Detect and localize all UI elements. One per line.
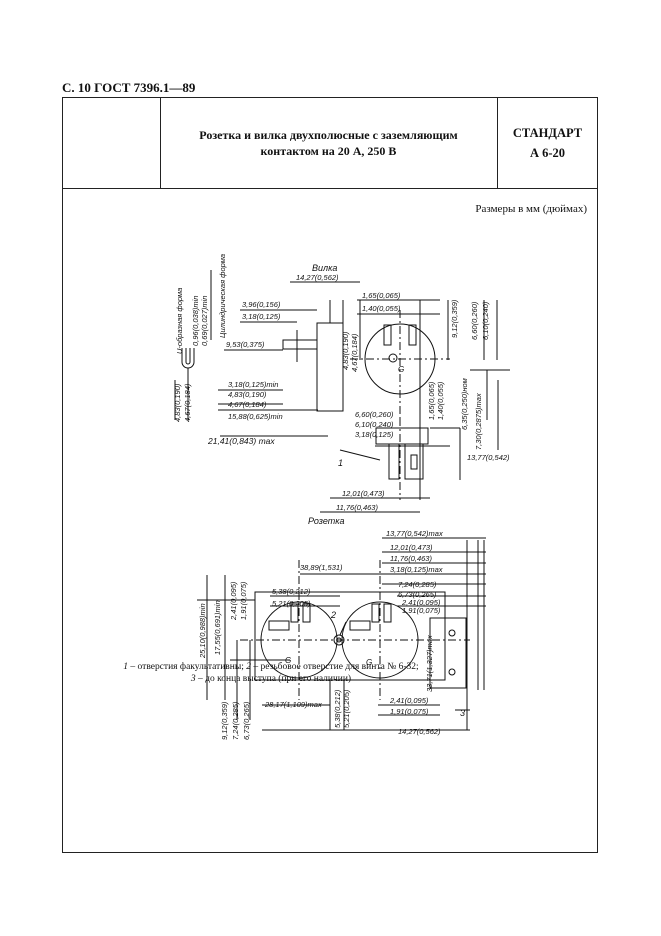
sheet-title: Розетка и вилка двухполюсные с заземляющ… (160, 98, 498, 188)
ground-mark: G (398, 365, 404, 374)
plug-body-side (316, 322, 344, 412)
ground-pin (388, 353, 398, 363)
callout-2: 2 (330, 610, 336, 620)
standard-code: А 6-20 (529, 146, 566, 160)
dim-label: 6,73(0,265) (242, 701, 251, 740)
ground-mark: G (285, 656, 291, 665)
dim-label: 5,21(0,205) (342, 689, 351, 728)
dim-label: 5,38(0,212) (272, 587, 311, 596)
socket-housing-outline (254, 591, 446, 681)
dim-label: 14,27(0,562) (398, 727, 441, 736)
plug-bottom-base (375, 427, 429, 445)
dim-label: 2,41(0,095) (401, 598, 441, 607)
shape-label-cylindrical: Цилиндрическая форма (218, 254, 227, 338)
dim-label: 7,30(0,2875)max (474, 393, 483, 450)
units-note: Размеры в мм (дюймах) (475, 203, 587, 215)
dim-label: 4,83(0,190) (341, 331, 350, 370)
dim-label: 2,41(0,095) (229, 581, 238, 621)
dim-label: 4,67(0,184) (228, 400, 267, 409)
dim-label: 3,18(0,125) (242, 312, 281, 321)
callout-1: 1 (338, 458, 343, 468)
footnote-text-2: – резьбовое отверстие для винта № 6-32; (251, 662, 419, 672)
dim-label: 4,67(0,184) (350, 333, 359, 372)
dim-label: 0,96(0,038)min (191, 296, 200, 346)
footnote-number-3: 3 (190, 674, 196, 684)
dim-label: 38,89(1,531) (300, 563, 343, 572)
dim-label: 28,17(1,109)max (264, 700, 322, 709)
dim-label: 3,18(0,125)max (390, 565, 443, 574)
header-row: Розетка и вилка двухполюсные с заземляющ… (63, 98, 597, 189)
dim-label: 6,10(0,240) (355, 420, 394, 429)
plug-bottom-pin-a (388, 443, 400, 480)
socket-mount-tab (429, 617, 467, 689)
footnote-number-1: 1 (123, 662, 129, 672)
dim-label: 9,12(0,359) (220, 701, 229, 740)
footnote-text-1: – отверстия факультативны; (128, 662, 247, 672)
dim-label: 9,12(0,359) (450, 299, 459, 338)
page-header: С. 10 ГОСТ 7396.1—89 (62, 80, 196, 95)
dim-label: 15,88(0,625)min (228, 412, 283, 421)
dim-label: 3,18(0,125) (355, 430, 394, 439)
dim-label: 6,10(0,240) (481, 301, 490, 340)
plug-blade-side (282, 339, 318, 350)
footnote-number-2: 2 (246, 662, 252, 672)
header-empty-cell (63, 98, 161, 188)
dim-label: 5,21(0,205) (272, 599, 311, 608)
dim-label: 12,01(0,473) (342, 489, 385, 498)
dim-label: 1,91(0,075) (402, 606, 441, 615)
dim-label: 4,83(0,190) (173, 383, 182, 422)
dim-label: 11,76(0,463) (390, 554, 432, 563)
plug-label: Вилка (312, 263, 337, 273)
dim-label: 9,53(0,375) (226, 340, 265, 349)
standard-cell: СТАНДАРТ А 6-20 (498, 98, 597, 188)
dim-label: 5,38(0,212) (333, 689, 342, 728)
footnote: 1 – отверстия факультативны; 2 – резьбов… (96, 661, 446, 685)
standard-sheet-frame: Розетка и вилка двухполюсные с заземляющ… (62, 97, 598, 853)
dim-label: 1,91(0,075) (390, 707, 429, 716)
ground-mark: G (366, 658, 372, 667)
dim-label: 1,91(0,075) (239, 581, 248, 620)
dim-label: 7,24(0,285) (398, 580, 437, 589)
footnote-text-3: – до конца выступа (при его наличии) (195, 674, 352, 684)
dim-label: 3,18(0,125)min (228, 380, 278, 389)
dim-label: 3,96(0,156) (242, 300, 281, 309)
plug-slot-left (383, 324, 392, 346)
dim-label: 14,27(0,562) (296, 273, 339, 282)
dim-label: 17,55(0,691)min (213, 600, 222, 655)
dim-label: 12,01(0,473) (390, 543, 433, 552)
dim-label: 13,77(0,542)max (386, 529, 443, 538)
dim-label: 7,24(0,285) (231, 701, 240, 740)
dim-label: 1,40(0,055) (362, 304, 401, 313)
dim-label: 4,67(0,184) (183, 383, 192, 422)
dim-label: 6,60(0,260) (355, 410, 394, 419)
dim-label: 6,35(0,250)ном (460, 378, 469, 430)
dim-label: 6,60(0,260) (470, 301, 479, 340)
plug-bottom-pin-b (404, 443, 424, 480)
dim-label: 11,76(0,463) (336, 503, 378, 512)
plug-slot-right (408, 324, 417, 346)
dim-label: 1,65(0,065) (362, 291, 401, 300)
dim-label: 21,41(0,843) max (207, 436, 275, 446)
dim-label: 33,71(1,327)max (425, 635, 434, 692)
shape-label-u: U-образная форма (175, 288, 184, 354)
dim-label: 25,10(0,988)min (198, 603, 207, 659)
standard-label: СТАНДАРТ (512, 126, 583, 140)
dim-label: 13,77(0,542) (467, 453, 510, 462)
dim-label: 1,40(0,055) (436, 381, 445, 420)
dim-label: 0,69(0,027)min (200, 296, 209, 346)
dim-label: 1,65(0,065) (427, 381, 436, 420)
dim-label: 4,83(0,190) (228, 390, 267, 399)
callout-3: 3 (460, 708, 465, 718)
dim-label: 6,73(0,265) (398, 590, 437, 599)
dim-label: 2,41(0,095) (389, 696, 429, 705)
socket-label: Розетка (308, 516, 345, 526)
